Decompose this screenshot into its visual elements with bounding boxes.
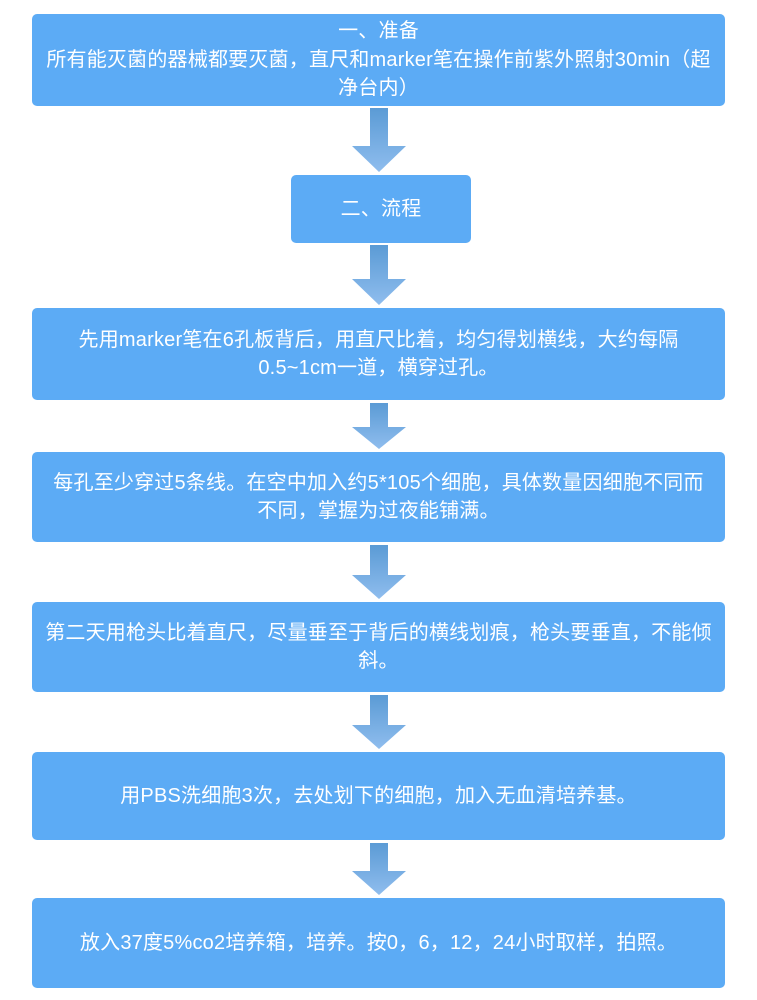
flow-node-step4[interactable]: 用PBS洗细胞3次，去处划下的细胞，加入无血清培养基。 <box>32 752 725 840</box>
flow-node-step1[interactable]: 先用marker笔在6孔板背后，用直尺比着，均匀得划横线，大约每隔0.5~1cm… <box>32 308 725 400</box>
flow-node-procedure[interactable]: 二、流程 <box>291 175 471 243</box>
flow-node-step2[interactable]: 每孔至少穿过5条线。在空中加入约5*105个细胞，具体数量因细胞不同而不同，掌握… <box>32 452 725 542</box>
flow-arrow-step4-to-step5 <box>352 843 406 895</box>
flow-arrow-step1-to-step2 <box>352 403 406 449</box>
flow-arrow-step2-to-step3 <box>352 545 406 599</box>
flow-node-step3[interactable]: 第二天用枪头比着直尺，尽量垂至于背后的横线划痕，枪头要垂直，不能倾斜。 <box>32 602 725 692</box>
flow-arrow-procedure-to-step1 <box>352 245 406 305</box>
flow-arrow-prepare-to-procedure <box>352 108 406 172</box>
flow-node-prepare[interactable]: 一、准备 所有能灭菌的器械都要灭菌，直尺和marker笔在操作前紫外照射30mi… <box>32 14 725 106</box>
flow-arrow-step3-to-step4 <box>352 695 406 749</box>
flow-node-step5[interactable]: 放入37度5%co2培养箱，培养。按0，6，12，24小时取样，拍照。 <box>32 898 725 988</box>
